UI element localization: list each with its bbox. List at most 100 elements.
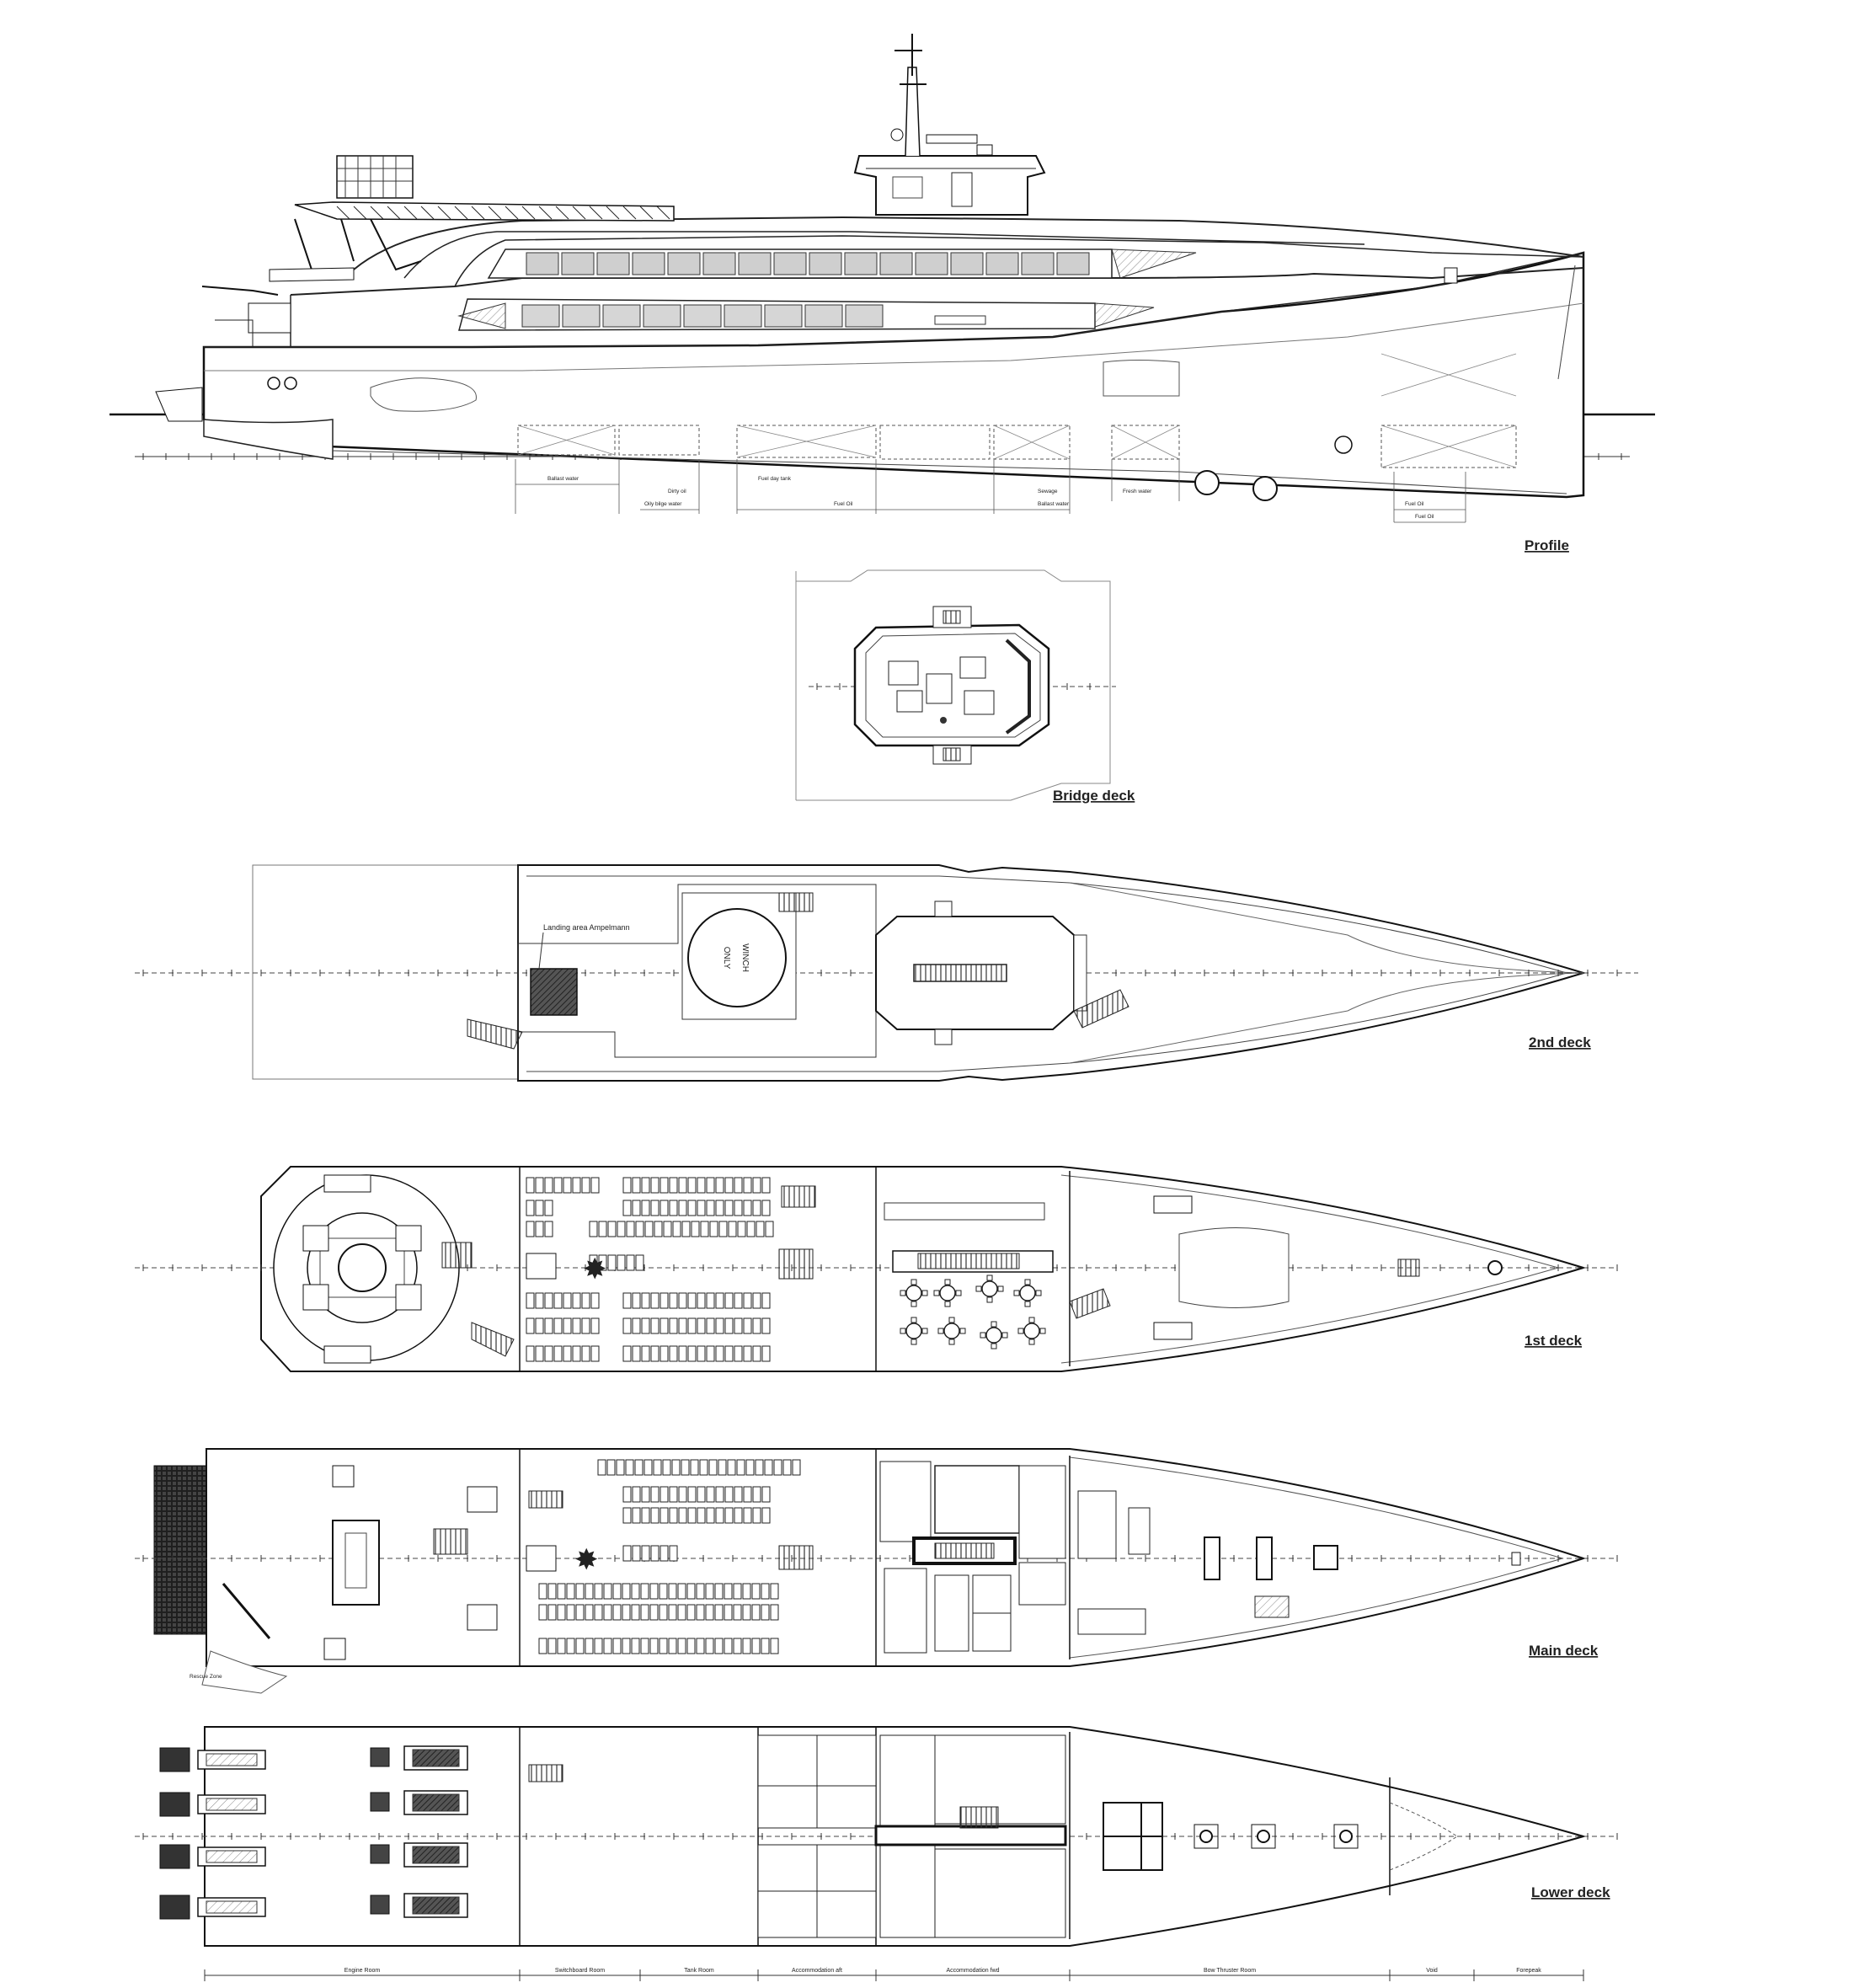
seat: [575, 1604, 585, 1621]
seat: [535, 1345, 544, 1362]
seat: [706, 1507, 715, 1524]
seat: [761, 1345, 771, 1362]
seat: [654, 1221, 663, 1237]
seat: [663, 1221, 672, 1237]
seat: [737, 1221, 746, 1237]
seat: [535, 1221, 544, 1237]
seat: [590, 1292, 600, 1309]
seat: [751, 1638, 761, 1654]
bridge-deck-title: Bridge deck: [1053, 788, 1135, 804]
seat: [632, 1345, 641, 1362]
seat: [590, 1177, 600, 1194]
seat: [669, 1317, 678, 1334]
tank-label-dirty-oil: Dirty oil: [668, 489, 686, 494]
seat: [598, 1221, 607, 1237]
seat: [677, 1583, 686, 1600]
seat: [526, 1317, 535, 1334]
seat: [761, 1507, 771, 1524]
seat: [715, 1345, 724, 1362]
seat: [687, 1292, 697, 1309]
seat: [566, 1638, 575, 1654]
seat: [669, 1200, 678, 1216]
seat: [653, 1459, 662, 1476]
seat: [632, 1486, 641, 1503]
seat: [697, 1486, 706, 1503]
seat: [678, 1507, 687, 1524]
seat: [563, 1345, 572, 1362]
seat: [581, 1345, 590, 1362]
seat: [678, 1292, 687, 1309]
seat: [743, 1292, 752, 1309]
seat: [697, 1507, 706, 1524]
compass-star-icon: ✸: [583, 1253, 607, 1285]
seat: [773, 1459, 782, 1476]
seat: [641, 1317, 650, 1334]
seat: [706, 1486, 715, 1503]
seat: [612, 1638, 622, 1654]
seat: [632, 1507, 641, 1524]
seat: [650, 1292, 659, 1309]
seat: [575, 1638, 585, 1654]
seat: [764, 1459, 773, 1476]
seat: [616, 1459, 625, 1476]
seat: [650, 1317, 659, 1334]
seat: [715, 1486, 724, 1503]
compartment-label: Switchboard Room: [555, 1968, 605, 1974]
seat: [635, 1221, 644, 1237]
seat: [659, 1177, 669, 1194]
seat: [622, 1638, 631, 1654]
seat: [669, 1545, 678, 1562]
seat: [743, 1200, 752, 1216]
seat: [669, 1292, 678, 1309]
seat: [705, 1583, 714, 1600]
seat: [761, 1200, 771, 1216]
cafe-tables: [900, 1275, 1046, 1349]
seat: [669, 1486, 678, 1503]
gangway-truss: [336, 206, 670, 220]
tank-label-ballast-aft: Ballast water: [547, 476, 579, 482]
tank-labels: Ballast water Dirty oil Oily bilge water…: [547, 476, 1434, 520]
seat: [715, 1200, 724, 1216]
seat: [626, 1254, 635, 1271]
seat: [547, 1583, 557, 1600]
seat: [557, 1583, 566, 1600]
seat: [650, 1507, 659, 1524]
seat: [677, 1638, 686, 1654]
seat: [733, 1638, 742, 1654]
seat: [597, 1459, 606, 1476]
seat: [535, 1177, 544, 1194]
seat: [699, 1459, 708, 1476]
seat: [585, 1604, 594, 1621]
ampelmann-landing-area: [530, 968, 578, 1016]
seat: [705, 1604, 714, 1621]
second-deck-view: Landing area Ampelmann WINCH ONLY 2nd de…: [135, 864, 1638, 1082]
seat: [650, 1345, 659, 1362]
winch-label: WINCH: [740, 943, 750, 972]
seat: [715, 1292, 724, 1309]
seat: [617, 1221, 626, 1237]
seat: [544, 1200, 553, 1216]
seat: [724, 1317, 734, 1334]
seat: [659, 1486, 669, 1503]
seat: [566, 1604, 575, 1621]
seat: [724, 1507, 734, 1524]
seat: [526, 1177, 535, 1194]
seat: [581, 1177, 590, 1194]
seat: [733, 1583, 742, 1600]
landing-area-label: Landing area Ampelmann: [543, 923, 630, 932]
seat: [622, 1317, 632, 1334]
lower-windows: [521, 304, 884, 328]
seat: [696, 1638, 705, 1654]
seat: [718, 1221, 728, 1237]
seat: [686, 1638, 696, 1654]
seat: [659, 1292, 669, 1309]
seat: [715, 1507, 724, 1524]
seat: [544, 1221, 553, 1237]
tank-label-fuel-oil-3: Fuel Oil: [1415, 514, 1434, 520]
seat: [640, 1583, 649, 1600]
tank-label-fuel-oil-1: Fuel Oil: [834, 501, 853, 507]
seat: [649, 1604, 659, 1621]
seat: [553, 1345, 563, 1362]
seat: [687, 1507, 697, 1524]
